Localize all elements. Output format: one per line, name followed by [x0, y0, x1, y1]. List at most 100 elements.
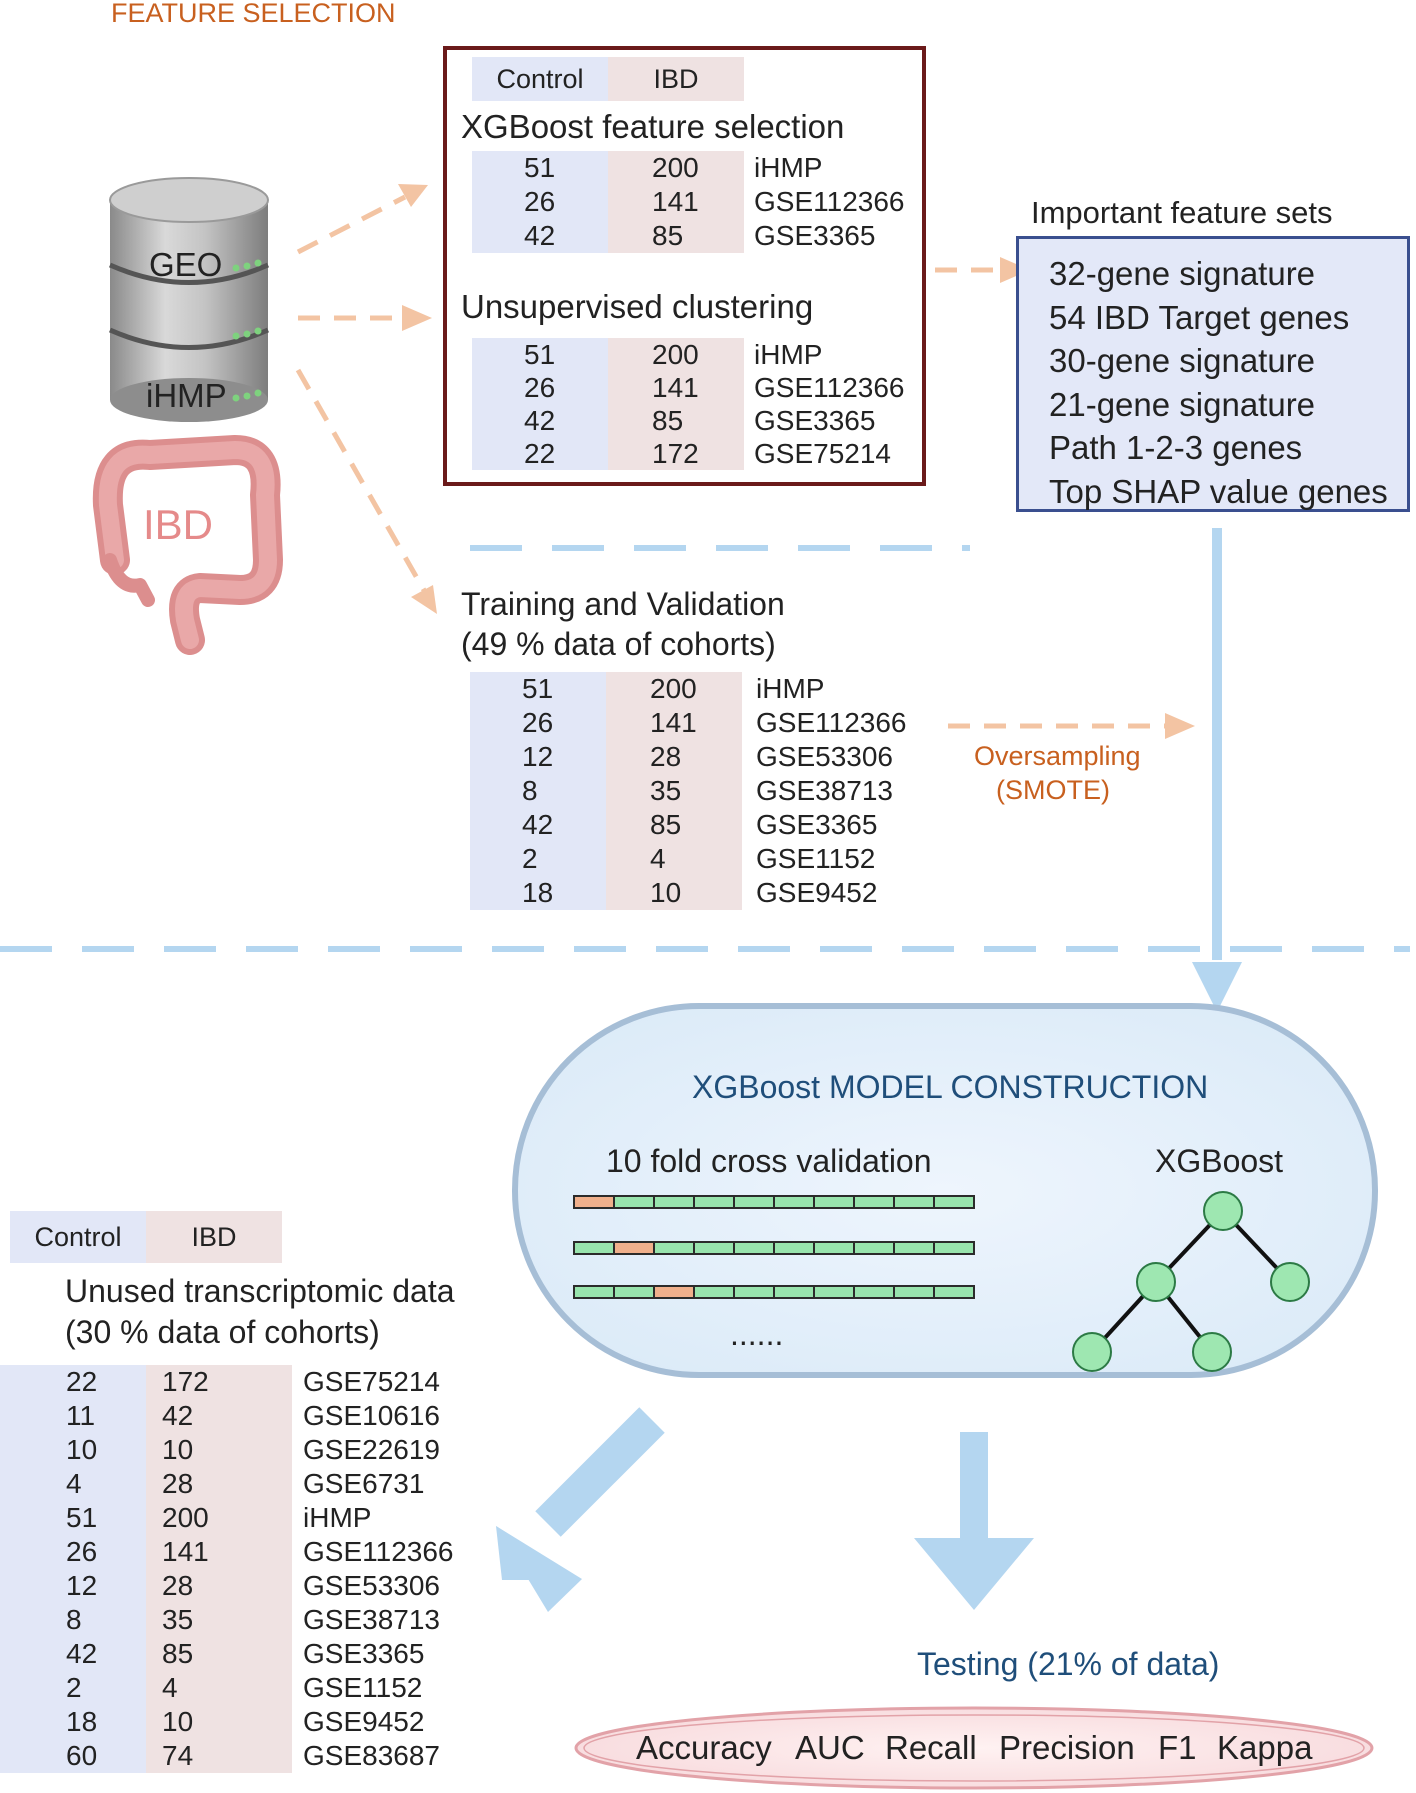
dataset-cell: GSE53306 — [303, 1570, 440, 1601]
metrics-ellipse — [574, 1706, 1374, 1790]
control-cell: 26 — [524, 186, 556, 217]
cv-folds — [573, 1195, 975, 1299]
control-cell: 51 — [522, 673, 554, 704]
ibd-cell: 172 — [162, 1366, 209, 1397]
dataset-cell: GSE83687 — [303, 1740, 440, 1771]
db-to-selection-arrow — [295, 194, 1170, 729]
ibd-cell: 141 — [652, 372, 699, 403]
control-cell: 60 — [66, 1740, 98, 1771]
control-cell: 11 — [66, 1400, 96, 1431]
control-cell: 12 — [66, 1570, 98, 1601]
ibd-cell: 10 — [650, 877, 682, 908]
ibd-cell: 35 — [162, 1604, 194, 1635]
ibd-cell: 141 — [650, 707, 697, 738]
ibd-cell: 28 — [162, 1468, 194, 1499]
ibd-cell: 85 — [162, 1638, 194, 1669]
xgb-selection-title: XGBoost feature selection — [461, 108, 845, 145]
metric-label: Accuracy — [636, 1729, 772, 1766]
feature-sets-title: Important feature sets — [1031, 195, 1333, 230]
dataset-cell: iHMP — [303, 1502, 372, 1533]
ibd-cell: 10 — [162, 1434, 194, 1465]
ihmp-label: iHMP — [146, 377, 227, 414]
dataset-cell: GSE3365 — [756, 809, 878, 840]
training-subtitle: (49 % data of cohorts) — [461, 626, 776, 662]
ibd-organ-label: IBD — [143, 501, 214, 548]
ibd-cell: 200 — [652, 339, 699, 370]
testing-title: Testing (21% of data) — [917, 1646, 1220, 1682]
control-cell: 18 — [66, 1706, 98, 1737]
dataset-cell: GSE22619 — [303, 1434, 440, 1465]
cv-label: 10 fold cross validation — [606, 1143, 932, 1179]
model-ellipse — [512, 1003, 1378, 1378]
feature-selection-box — [443, 46, 926, 486]
ibd-cell: 141 — [162, 1536, 209, 1567]
control-cell: 42 — [524, 405, 556, 436]
legend-ibd-unused: IBD — [146, 1211, 282, 1263]
control-cell: 18 — [522, 877, 554, 908]
control-cell: 22 — [66, 1366, 98, 1397]
ibd-cell: 200 — [162, 1502, 209, 1533]
metric-label: AUC — [795, 1729, 865, 1766]
xgboost-label: XGBoost — [1155, 1143, 1284, 1179]
dataset-cell: GSE3365 — [303, 1638, 425, 1669]
ibd-column — [608, 151, 744, 253]
training-title: Training and Validation — [461, 586, 785, 622]
dataset-cell: GSE10616 — [303, 1400, 440, 1431]
dataset-cell: GSE53306 — [756, 741, 893, 772]
dataset-cell: GSE38713 — [303, 1604, 440, 1635]
control-cell: 4 — [66, 1468, 82, 1499]
dataset-cell: GSE9452 — [303, 1706, 425, 1737]
metric-label: F1 — [1158, 1729, 1197, 1766]
dataset-cell: GSE1152 — [756, 843, 876, 874]
ibd-cell: 172 — [652, 438, 699, 469]
control-cell: 2 — [66, 1672, 82, 1703]
dataset-cell: GSE9452 — [756, 877, 878, 908]
model-to-unused-arrow — [496, 1407, 665, 1612]
cv-ellipsis: ...... — [730, 1316, 784, 1352]
ibd-cell: 42 — [162, 1400, 194, 1431]
ibd-column — [146, 1365, 292, 1773]
legend-control-unused: Control — [10, 1211, 146, 1263]
ibd-cell: 85 — [650, 809, 682, 840]
ibd-cell: 4 — [162, 1672, 178, 1703]
dataset-cell: GSE75214 — [754, 438, 891, 469]
feature-set-item: 21-gene signature — [1049, 385, 1316, 423]
control-cell: 42 — [522, 809, 554, 840]
control-cell: 8 — [66, 1604, 82, 1635]
control-column — [0, 1365, 146, 1773]
control-cell: 51 — [66, 1502, 98, 1533]
dataset-cell: GSE1152 — [303, 1672, 423, 1703]
ibd-column — [606, 672, 742, 910]
legend-ibd: IBD — [608, 57, 744, 101]
ibd-cell: 74 — [162, 1740, 194, 1771]
dataset-cell: iHMP — [754, 152, 823, 183]
control-cell: 26 — [524, 372, 556, 403]
dataset-cell: GSE112366 — [754, 372, 905, 403]
ibd-cell: 85 — [652, 405, 684, 436]
dataset-cell: GSE38713 — [756, 775, 893, 806]
clustering-title: Unsupervised clustering — [461, 288, 814, 325]
feature-set-item: Path 1-2-3 genes — [1049, 429, 1303, 466]
feature-set-item: Top SHAP value genes — [1049, 472, 1388, 510]
feature-to-model-arrow — [1192, 528, 1242, 1012]
legend-control: Control — [472, 57, 608, 101]
feature-set-item: 54 IBD Target genes — [1049, 298, 1350, 336]
dataset-cell: GSE6731 — [303, 1468, 425, 1499]
ibd-cell: 200 — [652, 152, 699, 183]
control-column — [470, 672, 606, 910]
ibd-cell: 10 — [162, 1706, 194, 1737]
ibd-cell: 28 — [650, 741, 682, 772]
unused-subtitle: (30 % data of cohorts) — [65, 1314, 380, 1350]
database-icon — [108, 177, 270, 422]
control-cell: 26 — [522, 707, 554, 738]
feature-set-item: 32-gene signature — [1049, 255, 1316, 292]
control-cell: 51 — [524, 152, 556, 183]
oversampling-label: Oversampling — [974, 741, 1141, 771]
dataset-cell: GSE112366 — [303, 1536, 454, 1567]
metric-label: Precision — [999, 1729, 1135, 1766]
control-cell: 22 — [524, 438, 556, 469]
metric-label: Recall — [885, 1729, 977, 1766]
geo-label: GEO — [149, 246, 223, 283]
dataset-cell: GSE3365 — [754, 405, 876, 436]
